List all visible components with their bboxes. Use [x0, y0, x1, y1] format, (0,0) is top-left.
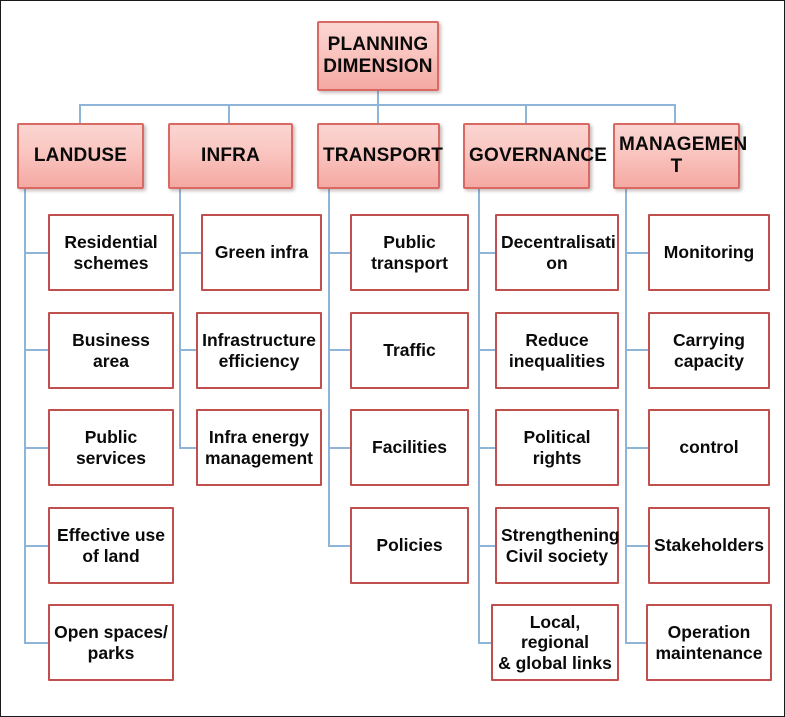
connector-drop-infra — [228, 104, 230, 124]
connector-root-stem — [377, 91, 379, 105]
node-label: Infra energy management — [205, 426, 313, 468]
stub-infra-1 — [179, 252, 201, 254]
node-label: Monitoring — [663, 242, 755, 263]
stub-landuse-3 — [24, 447, 48, 449]
node-label: Reduce inequalities — [508, 329, 606, 371]
stub-landuse-2 — [24, 349, 48, 351]
connector-branch-bus — [79, 104, 674, 106]
node-label: Carrying capacity — [673, 329, 745, 371]
node-planning-dimension[interactable]: PLANNING DIMENSION — [317, 21, 439, 91]
node-leaf-infra-energy-management[interactable]: Infra energy management — [196, 409, 322, 486]
stub-transport-1 — [328, 252, 350, 254]
node-label: Public transport — [371, 231, 448, 273]
node-leaf-green-infra[interactable]: Green infra — [201, 214, 322, 291]
spine-infra — [179, 189, 181, 447]
node-leaf-infrastructure-efficiency[interactable]: Infrastructure efficiency — [196, 312, 322, 389]
node-label: PLANNING DIMENSION — [323, 33, 433, 77]
connector-drop-governance — [525, 104, 527, 124]
stub-governance-4 — [478, 545, 500, 547]
node-label: Traffic — [383, 340, 436, 361]
node-branch-infra[interactable]: INFRA — [168, 123, 293, 189]
spine-landuse — [24, 189, 26, 643]
node-leaf-business-area[interactable]: Business area — [48, 312, 174, 389]
stub-infra-2 — [179, 349, 201, 351]
node-label: control — [679, 437, 739, 458]
stub-management-5 — [625, 642, 648, 644]
node-label: Infrastructure efficiency — [202, 329, 316, 371]
stub-governance-1 — [478, 252, 500, 254]
node-label: TRANSPORT — [323, 144, 444, 166]
connector-drop-management — [674, 104, 676, 124]
node-label: Business area — [72, 329, 150, 371]
node-label: Public services — [75, 426, 147, 468]
node-leaf-political-rights[interactable]: Political rights — [495, 409, 619, 486]
spine-transport — [328, 189, 330, 545]
node-label: Open spaces/ parks — [54, 621, 168, 663]
node-label: LANDUSE — [33, 144, 128, 166]
node-leaf-decentralisation[interactable]: Decentralisati on — [495, 214, 619, 291]
node-label: Operation maintenance — [655, 621, 763, 663]
node-leaf-policies[interactable]: Policies — [350, 507, 469, 584]
node-label: MANAGEMEN T — [619, 133, 748, 177]
node-label: INFRA — [200, 144, 261, 166]
stub-management-3 — [625, 447, 648, 449]
node-leaf-facilities[interactable]: Facilities — [350, 409, 469, 486]
node-leaf-control[interactable]: control — [648, 409, 770, 486]
node-leaf-public-services[interactable]: Public services — [48, 409, 174, 486]
node-leaf-traffic[interactable]: Traffic — [350, 312, 469, 389]
stub-infra-3 — [179, 447, 201, 449]
node-label: Strengthening Civil society — [501, 524, 620, 566]
stub-governance-2 — [478, 349, 500, 351]
node-leaf-public-transport[interactable]: Public transport — [350, 214, 469, 291]
stub-governance-5 — [478, 642, 500, 644]
node-label: Residential schemes — [64, 231, 158, 273]
stub-landuse-5 — [24, 642, 48, 644]
node-label: GOVERNANCE — [469, 144, 608, 166]
node-label: Local, regional & global links — [498, 611, 612, 673]
node-label: Political rights — [523, 426, 591, 468]
node-leaf-local-regional-global-links[interactable]: Local, regional & global links — [491, 604, 619, 681]
stub-management-2 — [625, 349, 648, 351]
stub-management-4 — [625, 545, 648, 547]
node-leaf-operation-maintenance[interactable]: Operation maintenance — [646, 604, 772, 681]
node-leaf-monitoring[interactable]: Monitoring — [648, 214, 770, 291]
node-label: Green infra — [214, 242, 309, 263]
node-branch-transport[interactable]: TRANSPORT — [317, 123, 444, 189]
node-label: Decentralisati on — [501, 231, 616, 273]
stub-landuse-4 — [24, 545, 48, 547]
stub-transport-2 — [328, 349, 350, 351]
spine-management — [625, 189, 627, 643]
node-label: Effective use of land — [57, 524, 165, 566]
node-branch-management[interactable]: MANAGEMEN T — [613, 123, 748, 189]
spine-governance — [478, 189, 480, 643]
node-label: Facilities — [372, 437, 447, 458]
node-leaf-residential-schemes[interactable]: Residential schemes — [48, 214, 174, 291]
node-leaf-effective-use-of-land[interactable]: Effective use of land — [48, 507, 174, 584]
stub-transport-3 — [328, 447, 350, 449]
node-label: Policies — [376, 535, 443, 556]
node-branch-governance[interactable]: GOVERNANCE — [463, 123, 608, 189]
stub-management-1 — [625, 252, 648, 254]
node-leaf-open-spaces-parks[interactable]: Open spaces/ parks — [48, 604, 174, 681]
connector-drop-landuse — [79, 104, 81, 124]
stub-landuse-1 — [24, 252, 48, 254]
stub-transport-4 — [328, 545, 350, 547]
node-branch-landuse[interactable]: LANDUSE — [17, 123, 144, 189]
stub-governance-3 — [478, 447, 500, 449]
node-leaf-strengthening-civil-society[interactable]: Strengthening Civil society — [495, 507, 620, 584]
node-label: Stakeholders — [654, 535, 764, 556]
connector-drop-transport — [377, 104, 379, 124]
node-leaf-stakeholders[interactable]: Stakeholders — [648, 507, 770, 584]
node-leaf-carrying-capacity[interactable]: Carrying capacity — [648, 312, 770, 389]
node-leaf-reduce-inequalities[interactable]: Reduce inequalities — [495, 312, 619, 389]
